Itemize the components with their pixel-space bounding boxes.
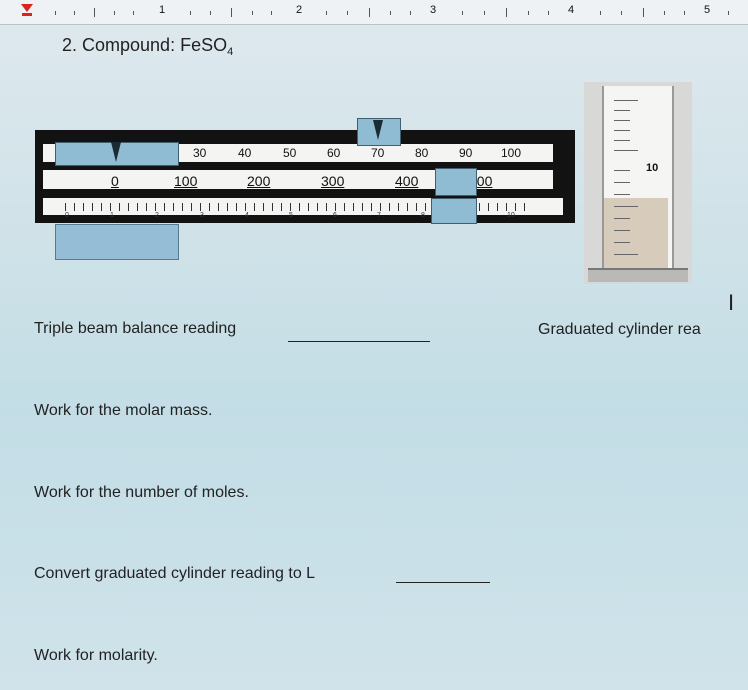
beam-tens-label: 40 — [238, 146, 252, 160]
cylinder-mark — [614, 230, 630, 231]
beam-ones-label: 1 — [110, 212, 114, 219]
beam-tens-label: 70 — [371, 146, 385, 160]
beam-tens-label: 60 — [327, 146, 341, 160]
cylinder-mark — [614, 206, 638, 207]
ruler-tick — [600, 11, 601, 15]
compound-subscript: 4 — [227, 46, 234, 58]
ruler-tick — [528, 11, 529, 15]
ruler-tick — [621, 11, 622, 15]
ruler-tick — [74, 11, 75, 15]
beam-ones-label: 8 — [421, 212, 425, 219]
convert-prompt: Convert graduated cylinder reading to L — [34, 565, 316, 582]
convert-blank[interactable] — [396, 582, 490, 583]
beam-ones-label: 4 — [245, 212, 249, 219]
text-cursor-icon: I — [728, 290, 735, 315]
molarity-prompt: Work for molarity. — [34, 647, 158, 664]
ruler-tick — [684, 11, 685, 15]
beam-ones-label: 6 — [333, 212, 337, 219]
cylinder-mark — [614, 130, 630, 131]
cylinder-label: 10 — [646, 162, 659, 174]
beam-tens-label: 80 — [415, 146, 429, 160]
beam-hundreds-label: 300 — [321, 173, 345, 189]
ruler-tick — [252, 11, 253, 15]
beam-hundreds-rider — [435, 168, 477, 196]
cylinder-mark — [614, 110, 630, 111]
ruler-tick — [94, 8, 95, 17]
ruler-number: 2 — [296, 4, 303, 16]
cylinder-liquid — [604, 198, 668, 270]
ruler-tick — [728, 11, 729, 15]
ruler-tick — [210, 11, 211, 15]
cylinder-mark — [614, 150, 638, 151]
beam-tens-label: 30 — [193, 146, 207, 160]
beam-ones-label: 2 — [155, 212, 159, 219]
ruler-tick — [55, 11, 56, 15]
beam-ones-label: 5 — [289, 212, 293, 219]
moles-prompt: Work for the number of moles. — [34, 484, 249, 501]
ruler-tick — [410, 11, 411, 15]
beam-hundreds-label: 400 — [395, 173, 419, 189]
cylinder-mark — [614, 170, 630, 171]
beam-ones-ticks — [65, 203, 525, 211]
cylinder-mark — [614, 254, 638, 255]
beam-ones-label: 3 — [200, 212, 204, 219]
cylinder-mark — [614, 140, 630, 141]
ruler-tick — [326, 11, 327, 15]
beam-ones-label: 7 — [377, 212, 381, 219]
beam-tens-label: 100 — [501, 146, 522, 160]
compound-heading: 2. Compound: FeSO4 — [62, 35, 233, 58]
ruler-tick — [231, 8, 232, 17]
beam-hundreds-label: 0 — [111, 173, 119, 189]
cylinder-base — [588, 268, 688, 282]
cylinder-mark — [614, 242, 630, 243]
ruler-tick — [390, 11, 391, 15]
ruler-tick — [190, 11, 191, 15]
cylinder-mark — [614, 120, 630, 121]
ruler-tick — [506, 8, 507, 17]
ruler-number: 3 — [430, 4, 437, 16]
beam-ones-label: 0 — [65, 212, 69, 219]
ruler-tick — [484, 11, 485, 15]
triple-beam-balance-image: 30 40 50 60 70 80 90 100 0 100 200 300 4… — [35, 116, 580, 261]
balance-pan — [55, 224, 179, 260]
balance-reading-blank[interactable] — [288, 341, 430, 342]
ruler-tick — [114, 11, 115, 15]
ruler-tick — [347, 11, 348, 15]
indent-marker-icon[interactable] — [21, 4, 33, 12]
ruler-tick — [369, 8, 370, 17]
molar-mass-prompt: Work for the molar mass. — [34, 402, 213, 419]
cylinder-mark — [614, 182, 630, 183]
rider-pointer-icon — [111, 142, 121, 162]
beam-hundreds — [43, 170, 553, 189]
ruler-tick — [643, 8, 644, 17]
ruler-tick — [462, 11, 463, 15]
ruler-tick — [271, 11, 272, 15]
beam-ones-label: 10 — [507, 212, 515, 219]
indent-marker-bar[interactable] — [22, 13, 32, 16]
horizontal-ruler[interactable]: 1 2 3 4 5 — [0, 0, 748, 25]
ruler-number: 1 — [159, 4, 166, 16]
ruler-tick — [664, 11, 665, 15]
beam-ones-rider — [431, 198, 477, 224]
ruler-number: 5 — [704, 4, 711, 16]
ruler-tick — [548, 11, 549, 15]
cylinder-mark — [614, 218, 630, 219]
ruler-tick — [133, 11, 134, 15]
cylinder-mark — [614, 194, 630, 195]
beam-tens-label: 50 — [283, 146, 297, 160]
cylinder-reading-label: Graduated cylinder rea — [538, 321, 701, 338]
balance-reading-label: Triple beam balance reading — [34, 320, 237, 337]
ruler-number: 4 — [568, 4, 575, 16]
beam-hundreds-label: 200 — [247, 173, 271, 189]
rider-pointer-icon — [373, 120, 383, 140]
compound-heading-text: 2. Compound: FeSO — [62, 35, 228, 55]
beam-tens-label: 90 — [459, 146, 473, 160]
beam-hundreds-label: 100 — [174, 173, 198, 189]
cylinder-mark — [614, 100, 638, 101]
